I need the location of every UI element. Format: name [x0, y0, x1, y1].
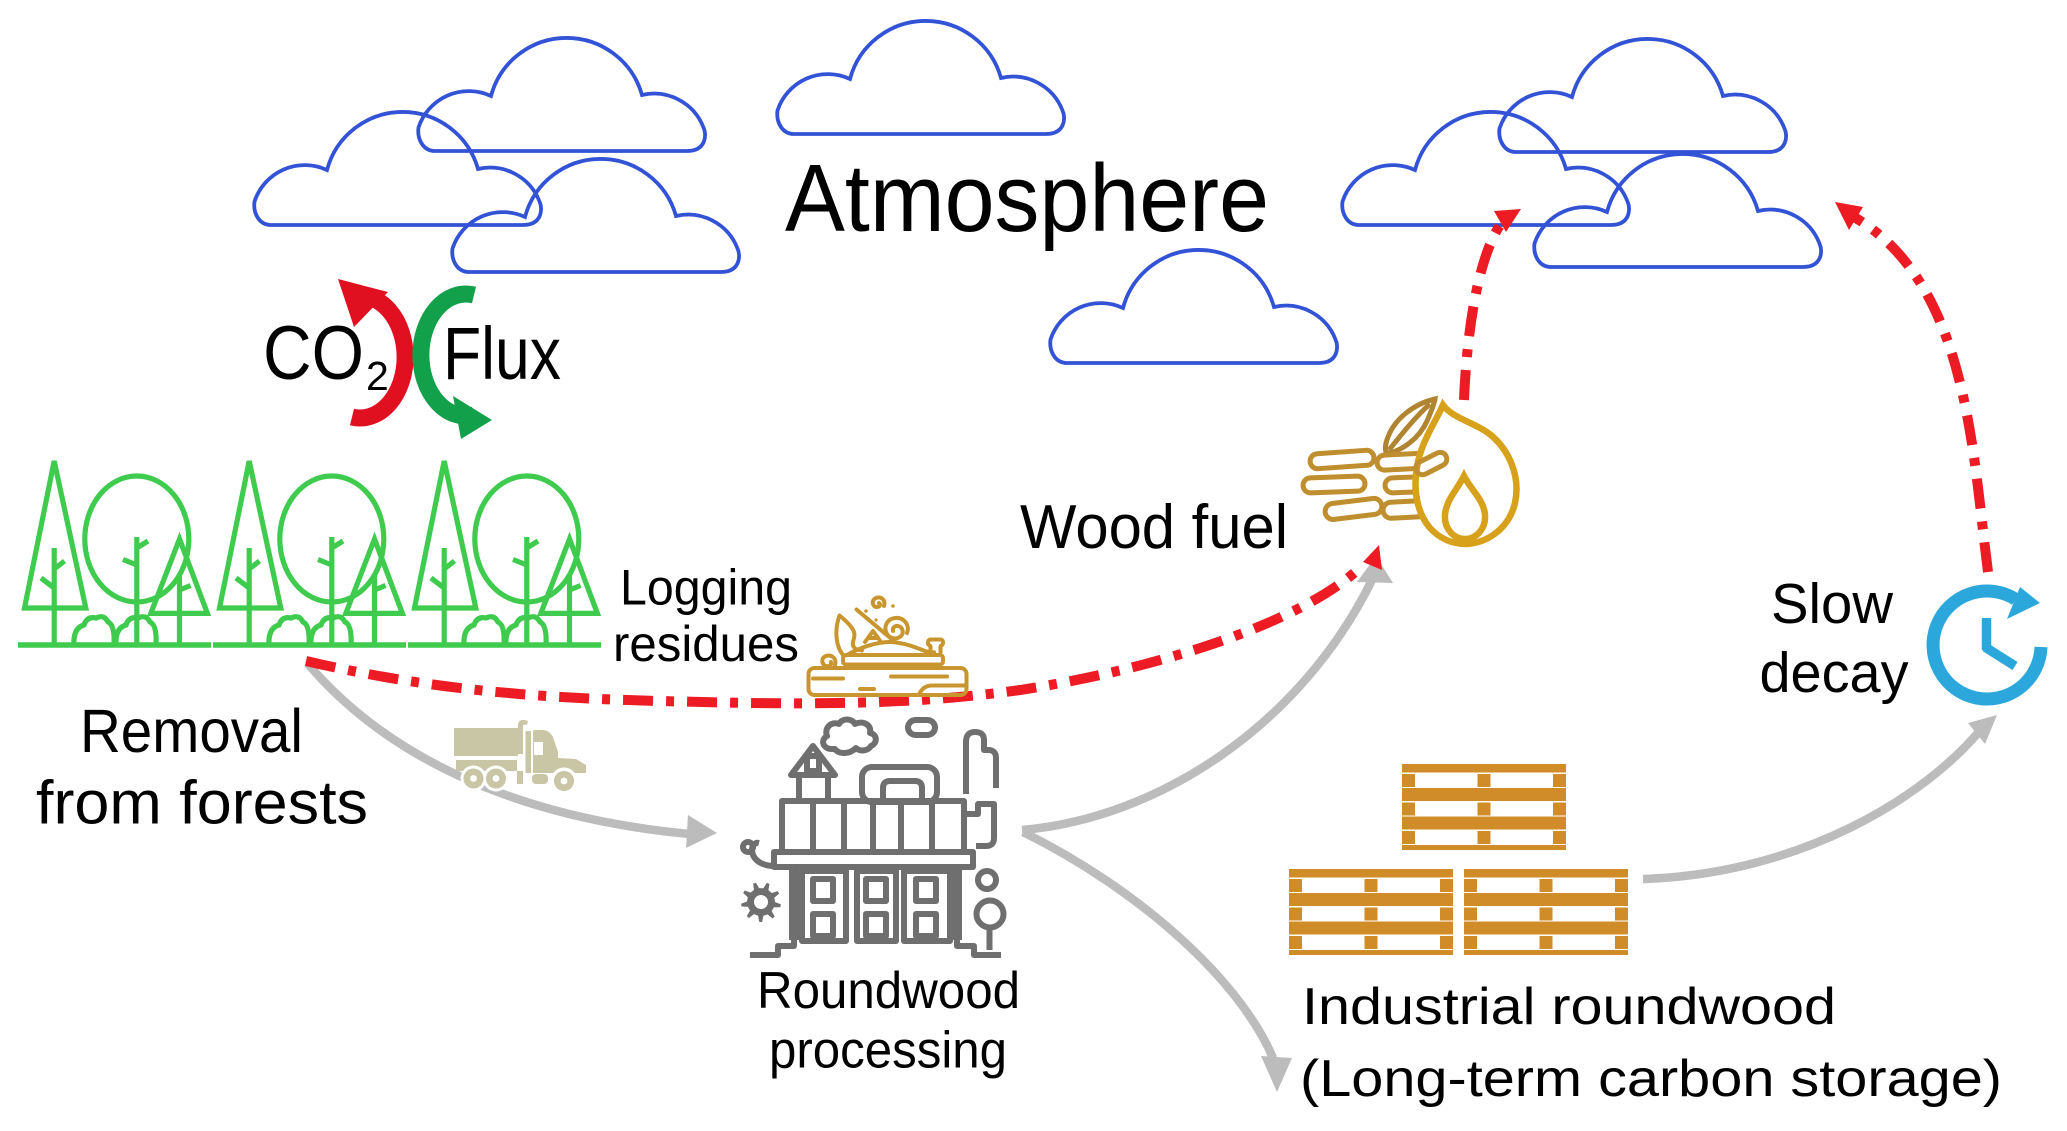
- svg-text:(Long-term carbon storage): (Long-term carbon storage): [1300, 1050, 2002, 1108]
- svg-text:CO: CO: [263, 311, 364, 396]
- svg-text:processing: processing: [769, 1022, 1007, 1080]
- svg-text:Slow: Slow: [1771, 572, 1894, 636]
- svg-text:from forests: from forests: [36, 769, 368, 837]
- svg-text:Wood fuel: Wood fuel: [1020, 493, 1288, 562]
- svg-text:Roundwood: Roundwood: [757, 962, 1020, 1020]
- svg-text:Removal: Removal: [80, 697, 303, 765]
- svg-text:Flux: Flux: [443, 312, 561, 395]
- svg-text:2: 2: [366, 353, 389, 399]
- svg-text:Industrial roundwood: Industrial roundwood: [1302, 978, 1836, 1036]
- svg-text:residues: residues: [613, 616, 799, 672]
- svg-text:decay: decay: [1760, 641, 1909, 705]
- svg-text:Logging: Logging: [620, 560, 792, 616]
- svg-text:Atmosphere: Atmosphere: [785, 145, 1269, 252]
